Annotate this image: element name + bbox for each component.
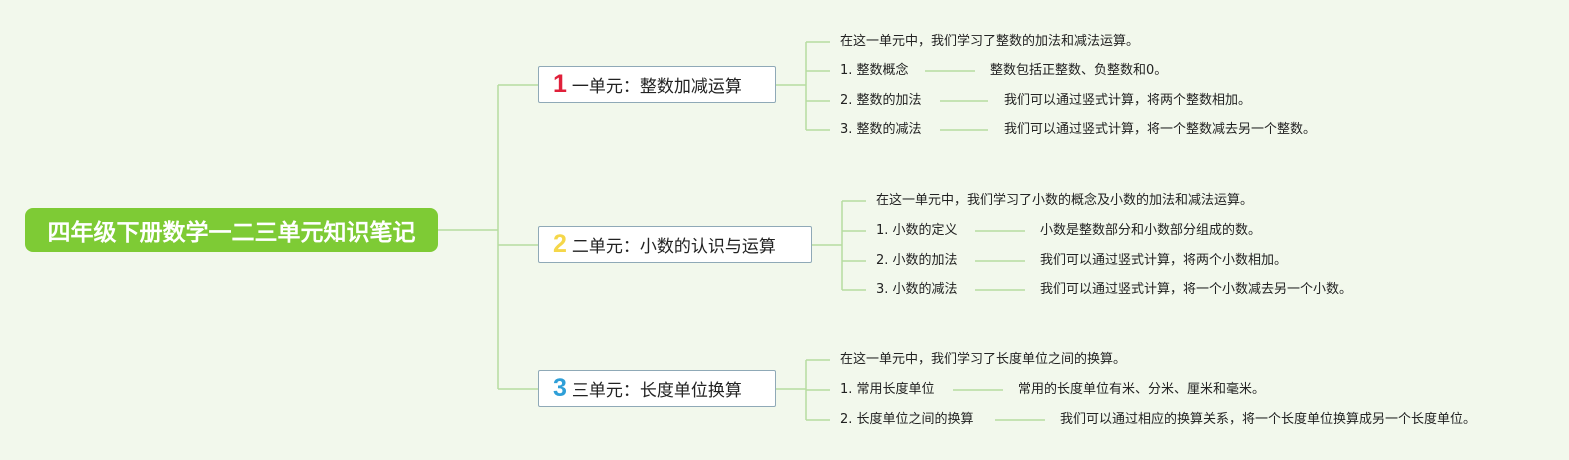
unit1-summary[interactable]: 在这一单元中，我们学习了整数的加法和减法运算。 [840, 34, 1140, 49]
root-title: 四年级下册数学一二三单元知识笔记 [47, 220, 416, 246]
unit3-summary[interactable]: 在这一单元中，我们学习了长度单位之间的换算。 [840, 352, 1127, 367]
unit2-item1-label[interactable]: 1. 小数的定义 [876, 223, 958, 238]
unit2-item2-label[interactable]: 2. 小数的加法 [876, 253, 958, 268]
unit2-item3-desc[interactable]: 我们可以通过竖式计算，将一个小数减去另一个小数。 [1040, 282, 1353, 297]
unit2-topic[interactable]: 2 二单元：小数的认识与运算 [538, 226, 812, 263]
unit2-title: 二单元：小数的认识与运算 [571, 237, 776, 257]
unit2-number-badge: 2 [553, 230, 567, 258]
unit3-topic[interactable]: 3 三单元：长度单位换算 [538, 370, 776, 407]
unit3-item2-desc[interactable]: 我们可以通过相应的换算关系，将一个长度单位换算成另一个长度单位。 [1060, 412, 1477, 427]
unit1-item3-desc[interactable]: 我们可以通过竖式计算，将一个整数减去另一个整数。 [1004, 122, 1317, 137]
unit3-number-badge: 3 [553, 374, 567, 402]
unit1-item1-desc[interactable]: 整数包括正整数、负整数和0。 [990, 63, 1168, 78]
unit1-topic[interactable]: 1 一单元：整数加减运算 [538, 66, 776, 103]
unit3-item2-label[interactable]: 2. 长度单位之间的换算 [840, 412, 974, 427]
unit1-item2-desc[interactable]: 我们可以通过竖式计算，将两个整数相加。 [1004, 93, 1252, 108]
unit2-summary[interactable]: 在这一单元中，我们学习了小数的概念及小数的加法和减法运算。 [876, 193, 1254, 208]
unit1-item2-label[interactable]: 2. 整数的加法 [840, 93, 922, 108]
unit3-title: 三单元：长度单位换算 [571, 381, 742, 401]
unit1-number-badge: 1 [553, 70, 567, 98]
unit2-item2-desc[interactable]: 我们可以通过竖式计算，将两个小数相加。 [1040, 253, 1288, 268]
unit3-item1-desc[interactable]: 常用的长度单位有米、分米、厘米和毫米。 [1018, 382, 1266, 397]
unit3-item1-label[interactable]: 1. 常用长度单位 [840, 382, 935, 397]
unit1-item3-label[interactable]: 3. 整数的减法 [840, 122, 922, 137]
unit2-item3-label[interactable]: 3. 小数的减法 [876, 282, 958, 297]
unit2-item1-desc[interactable]: 小数是整数部分和小数部分组成的数。 [1040, 223, 1262, 238]
root-topic[interactable]: 四年级下册数学一二三单元知识笔记 [25, 208, 438, 252]
unit1-title: 一单元：整数加减运算 [571, 77, 742, 97]
unit1-item1-label[interactable]: 1. 整数概念 [840, 63, 909, 78]
